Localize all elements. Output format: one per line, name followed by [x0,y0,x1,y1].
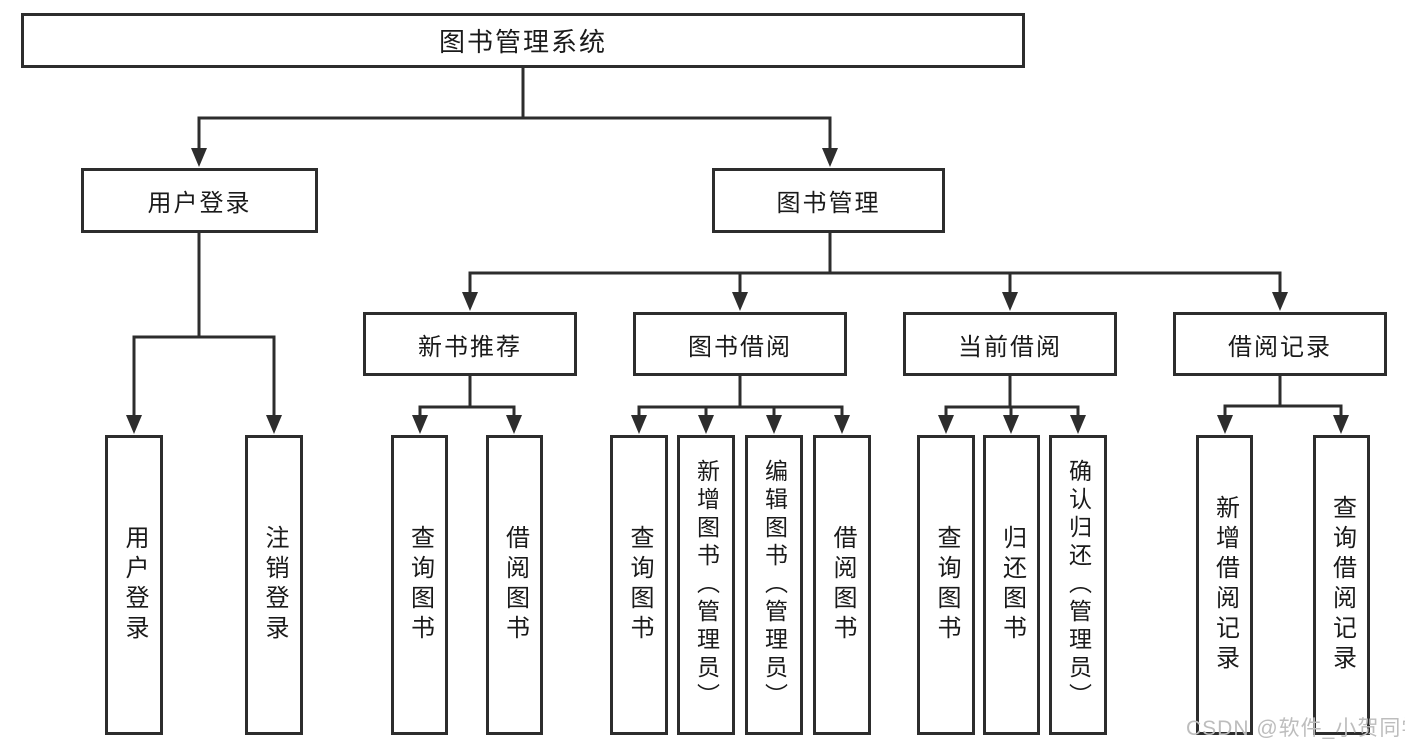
csdn-watermark: CSDN @软件_小贺同学 [1186,717,1405,740]
node-book-borrowing: 图书借阅 [633,312,847,376]
leaf-cb-query-books: 查询图书 [917,435,975,735]
node-root: 图书管理系统 [21,13,1025,68]
leaf-bb-query-books: 查询图书 [610,435,668,735]
leaf-bb-add-book-admin: 新增图书（管理员） [677,435,735,735]
node-book-management: 图书管理 [712,168,945,233]
node-new-book-recommend: 新书推荐 [363,312,577,376]
leaf-br-query-record: 查询借阅记录 [1313,435,1370,735]
node-borrowing-records: 借阅记录 [1173,312,1387,376]
node-user-login: 用户登录 [81,168,318,233]
leaf-cb-confirm-return-admin: 确认归还（管理员） [1049,435,1107,735]
leaf-cb-return-books: 归还图书 [983,435,1040,735]
leaf-bb-borrow-books: 借阅图书 [813,435,871,735]
leaf-logout: 注销登录 [245,435,303,735]
leaf-nb-borrow-books: 借阅图书 [486,435,543,735]
node-current-borrowing: 当前借阅 [903,312,1117,376]
leaf-nb-query-books: 查询图书 [391,435,448,735]
leaf-user-login: 用户登录 [105,435,163,735]
connector-arrowheads [126,148,1349,434]
leaf-br-add-record: 新增借阅记录 [1196,435,1253,735]
leaf-bb-edit-book-admin: 编辑图书（管理员） [745,435,803,735]
